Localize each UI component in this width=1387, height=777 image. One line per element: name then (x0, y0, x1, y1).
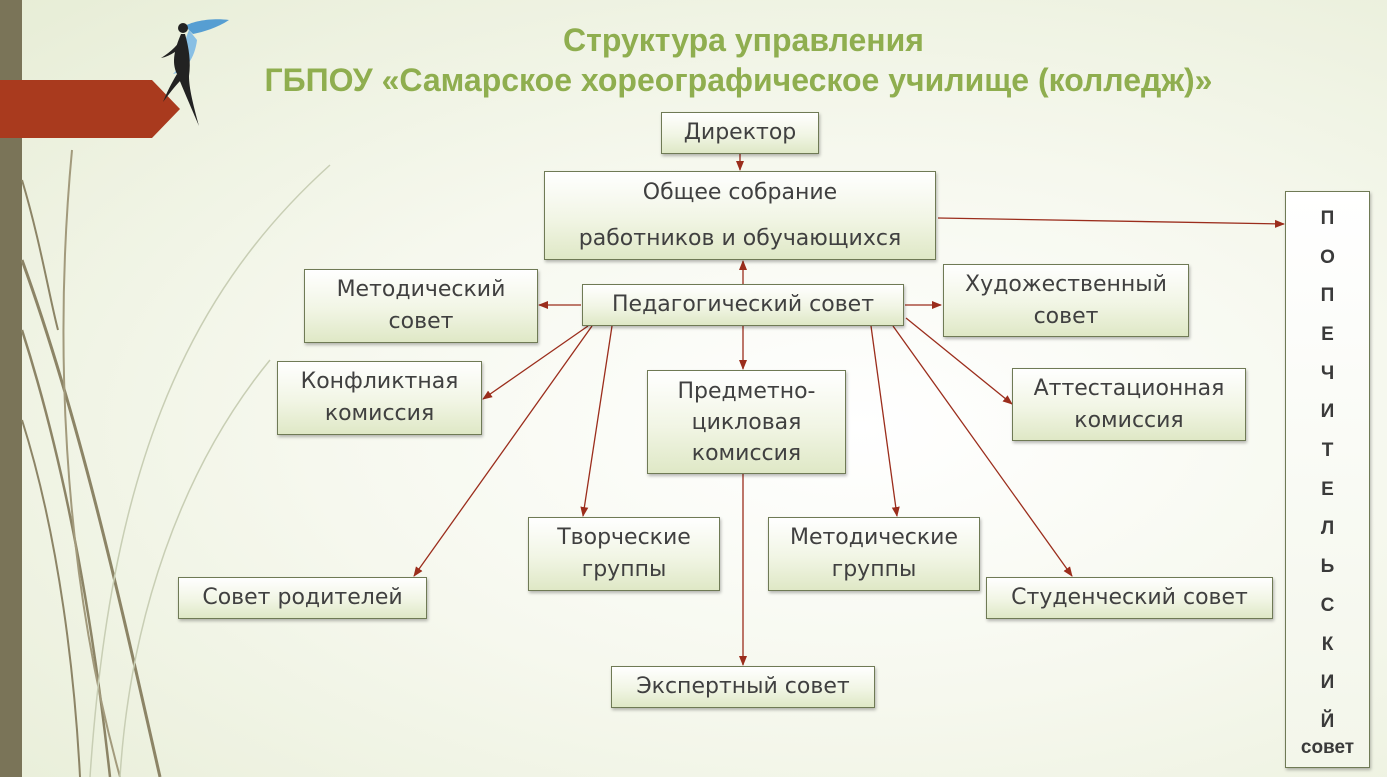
student-council-box: Студенческий совет (986, 577, 1273, 619)
board-of-trustees-box: П О П Е Ч И Т Е Л Ь С К И Й совет (1285, 191, 1370, 768)
title-line-2: ГБПОУ «Самарское хореографическое училищ… (264, 62, 1213, 98)
title-line-1: Структура управления (563, 22, 924, 58)
general-meeting-box: Общее собрание работников и обучающихся (544, 171, 936, 260)
arrow-meeting-to-board (937, 217, 1285, 228)
general-meeting-label: Общее собрание работников и обучающихся (578, 179, 902, 251)
creative-groups-label: Творческие группы (557, 525, 691, 582)
board-letter: О (1320, 246, 1335, 268)
board-letter: П (1320, 208, 1335, 229)
board-word-council: совет (1300, 737, 1355, 758)
methodical-groups-box: Методические группы (768, 517, 980, 591)
red-ribbon-banner (0, 80, 180, 138)
attestation-commission-box: Аттестационная комиссия (1012, 368, 1246, 441)
arrow-ped-to-methodical-groups (870, 325, 900, 517)
board-letter: Л (1320, 517, 1335, 539)
board-letter: И (1320, 401, 1335, 423)
pedagogical-council-label: Педагогический совет (611, 292, 875, 317)
arrow-ped-to-conflict (482, 325, 589, 400)
artistic-council-label: Художественный совет (965, 271, 1167, 329)
board-letter: Й (1320, 710, 1335, 732)
board-letter: Е (1321, 478, 1334, 500)
parents-council-box: Совет родителей (178, 577, 427, 619)
board-letter: С (1320, 594, 1335, 616)
left-sidebar-strip (0, 0, 22, 777)
subject-cycle-commission-label: Предметно- цикловая комиссия (677, 378, 816, 466)
creative-groups-box: Творческие группы (528, 517, 720, 591)
board-letter: Ь (1320, 556, 1335, 578)
arrow-ped-to-students (892, 325, 1073, 577)
dancer-logo-icon (161, 19, 229, 126)
conflict-commission-label: Конфликтная комиссия (300, 369, 459, 426)
arrow-ped-to-parents (413, 325, 593, 577)
board-vertical-letters: П О П Е Ч И Т Е Л Ь С К И Й (1286, 200, 1369, 742)
director-label: Директор (683, 120, 797, 145)
expert-council-label: Экспертный совет (636, 674, 850, 699)
expert-council-box: Экспертный совет (611, 666, 875, 708)
board-letter: Т (1321, 440, 1334, 462)
arrow-ped-to-creative-groups (580, 325, 613, 517)
parents-council-label: Совет родителей (202, 585, 403, 610)
board-letter: И (1320, 672, 1335, 694)
methodical-council-label: Методический совет (336, 277, 506, 334)
subject-cycle-commission-box: Предметно- цикловая комиссия (647, 370, 846, 474)
pedagogical-council-box: Педагогический совет (582, 284, 904, 326)
conflict-commission-box: Конфликтная комиссия (277, 361, 482, 435)
board-letter: П (1320, 285, 1335, 307)
attestation-commission-label: Аттестационная комиссия (1033, 375, 1225, 433)
artistic-council-box: Художественный совет (943, 264, 1189, 337)
methodical-groups-label: Методические группы (789, 525, 959, 582)
methodical-council-box: Методический совет (304, 269, 538, 343)
arrow-ped-to-attestation (905, 317, 1013, 405)
board-letter: Ч (1320, 362, 1335, 384)
board-letter: К (1321, 633, 1334, 655)
board-letter: Е (1321, 324, 1334, 346)
director-box: Директор (661, 112, 819, 154)
student-council-label: Студенческий совет (1011, 585, 1248, 610)
